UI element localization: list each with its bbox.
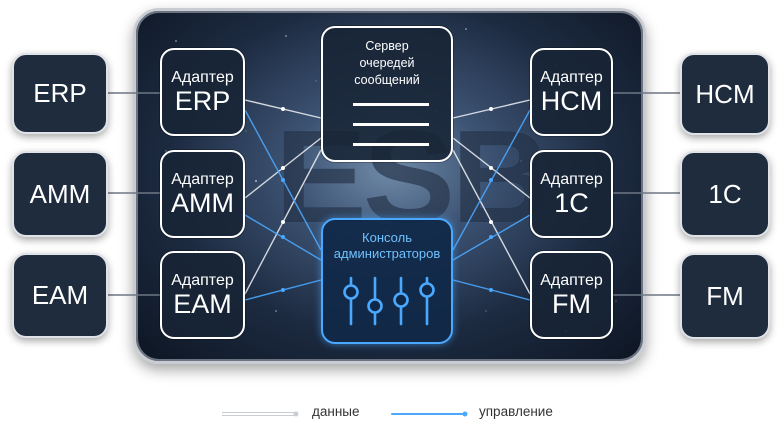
admin-console: Консоль администраторов [321, 218, 453, 344]
queue-bar-icon [353, 143, 429, 146]
external-system-erp: ERP [12, 53, 108, 134]
admin-console-title: Консоль администраторов [323, 230, 451, 262]
external-system-label: HCM [695, 78, 755, 109]
legend-data-label: данные [312, 404, 360, 419]
adapter-name: AMM [171, 188, 234, 218]
external-system-label: 1C [708, 178, 742, 209]
external-system-amm: AMM [12, 151, 108, 237]
adapter-amm: Адаптер AMM [160, 150, 245, 238]
external-system-label: ERP [33, 78, 87, 108]
adapter-prefix: Адаптер [171, 272, 234, 289]
admin-console-line1: Консоль [362, 230, 412, 245]
adapter-prefix: Адаптер [171, 69, 234, 86]
adapter-fm: Адаптер FM [530, 251, 613, 339]
control-line-legend-icon [391, 411, 468, 417]
adapter-prefix: Адаптер [540, 272, 603, 289]
adapter-name: ERP [174, 86, 231, 116]
external-system-label: FM [706, 280, 744, 311]
adapter-name: 1C [554, 188, 589, 218]
external-system-label: EAM [31, 280, 89, 310]
queue-bar-icon [353, 103, 429, 106]
external-system-fm: FM [680, 253, 770, 339]
admin-console-line2: администраторов [333, 246, 441, 261]
data-line-legend-icon [222, 411, 299, 417]
queue-bar-icon [353, 123, 429, 126]
queue-server-line3: сообщений [354, 73, 420, 87]
queue-server-line1: Сервер [365, 39, 409, 53]
adapter-name: FM [552, 289, 591, 319]
adapter-prefix: Адаптер [540, 69, 603, 86]
external-system-eam: EAM [12, 253, 108, 338]
external-system-1c: 1C [680, 151, 770, 237]
external-system-label: AMM [29, 178, 91, 209]
adapter-eam: Адаптер EAM [160, 251, 245, 339]
adapter-erp: Адаптер ERP [160, 48, 245, 136]
external-system-hcm: HCM [680, 53, 770, 135]
adapter-name: HCM [540, 86, 603, 116]
queue-server-title: Сервер очередей сообщений [323, 38, 451, 89]
adapter-hcm: Адаптер HCM [530, 48, 613, 136]
adapter-1c: Адаптер 1C [530, 150, 613, 238]
adapter-name: EAM [173, 289, 232, 319]
legend-control-label: управление [479, 404, 553, 419]
sliders-icon [343, 276, 435, 326]
message-queue-server: Сервер очередей сообщений [321, 26, 453, 162]
adapter-prefix: Адаптер [540, 171, 603, 188]
queue-server-line2: очередей [359, 56, 415, 70]
legend: данные управление [0, 404, 780, 424]
adapter-prefix: Адаптер [171, 171, 234, 188]
